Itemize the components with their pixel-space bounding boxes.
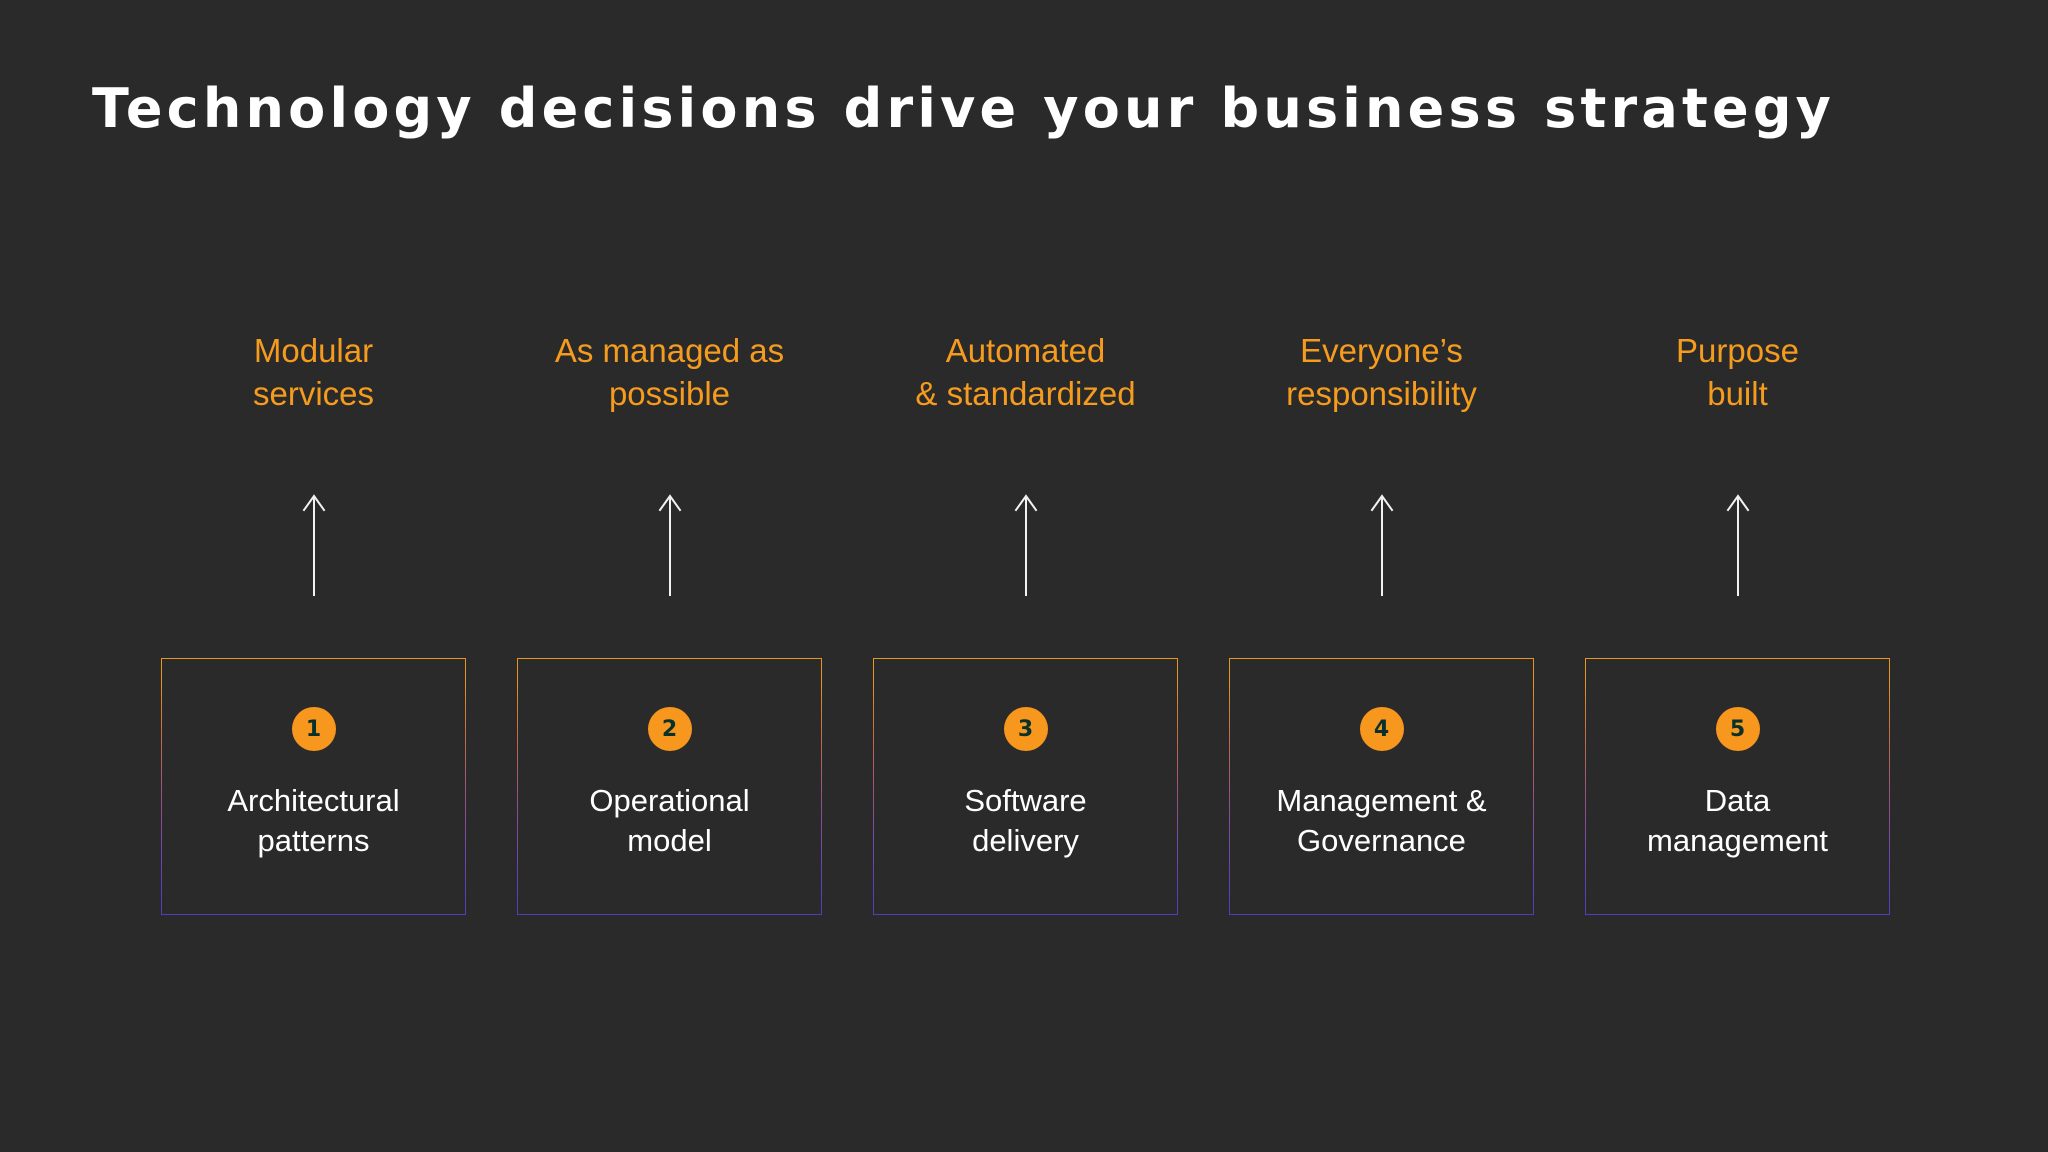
column-heading: Everyone’s responsibility: [1286, 332, 1477, 412]
column-heading: As managed as possible: [554, 332, 785, 412]
card-2[interactable]: 2 Operational model: [517, 658, 822, 915]
card-3[interactable]: 3 Software delivery: [873, 658, 1178, 915]
card-label: Architectural patterns: [227, 783, 400, 859]
column-heading: Modular services: [252, 332, 375, 412]
columns-container: Modular services 1 Architectural pattern…: [161, 330, 1890, 915]
column-3: Automated & standardized 3 Software deli…: [873, 330, 1178, 915]
column-1: Modular services 1 Architectural pattern…: [161, 330, 466, 915]
card-label: Software delivery: [964, 783, 1087, 859]
card-label: Data management: [1647, 783, 1828, 859]
card-label: Operational model: [589, 783, 750, 859]
card-1[interactable]: 1 Architectural patterns: [161, 658, 466, 915]
column-4: Everyone’s responsibility 4 Management &…: [1229, 330, 1534, 915]
card-number-badge: 4: [1359, 707, 1404, 751]
arrow-up-icon: [1723, 430, 1753, 658]
arrow-up-icon: [299, 430, 329, 658]
card-number-badge: 5: [1715, 707, 1760, 751]
card-number-badge: 3: [1003, 707, 1048, 751]
arrow-up-icon: [655, 430, 685, 658]
arrow-up-icon: [1367, 430, 1397, 658]
card-4[interactable]: 4 Management & Governance: [1229, 658, 1534, 915]
card-label: Management & Governance: [1276, 783, 1487, 859]
column-heading: Automated & standardized: [915, 332, 1136, 412]
card-number-badge: 1: [291, 707, 336, 751]
card-5[interactable]: 5 Data management: [1585, 658, 1890, 915]
card-number-badge: 2: [647, 707, 692, 751]
page-title: Technology decisions drive your business…: [92, 77, 1836, 140]
column-2: As managed as possible 2 Operational mod…: [517, 330, 822, 915]
column-5: Purpose built 5 Data management: [1585, 330, 1890, 915]
column-heading: Purpose built: [1676, 332, 1799, 412]
arrow-up-icon: [1011, 430, 1041, 658]
